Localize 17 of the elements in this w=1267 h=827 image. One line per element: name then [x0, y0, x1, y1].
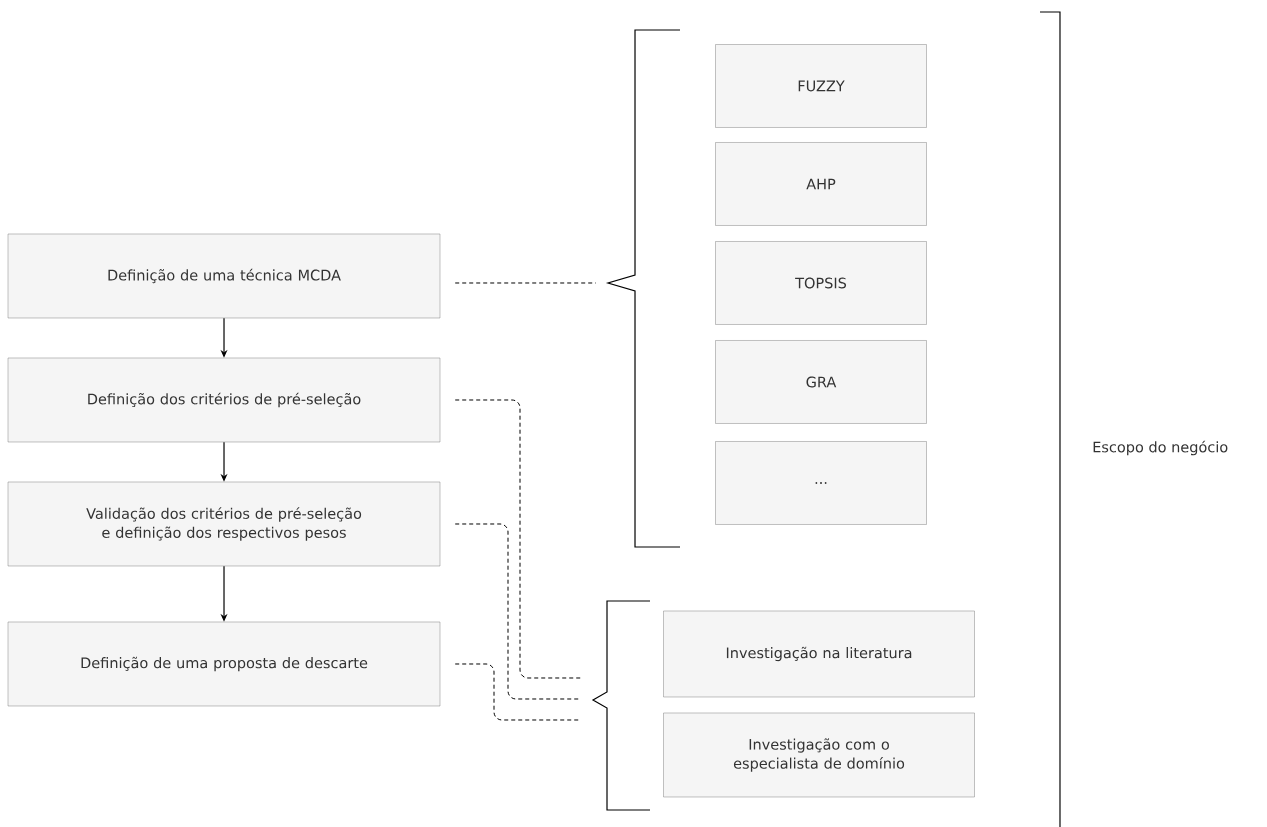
process-box: AHP — [715, 142, 927, 226]
process-box: Validação dos critérios de pré-seleção e definição dos respectivos pesos — [7, 481, 441, 567]
process-box: Investigação com o especialista de domínio — [663, 712, 975, 798]
process-box: Definição de uma técnica MCDA — [7, 233, 441, 319]
scope-label: Escopo do negócio — [1093, 440, 1228, 456]
process-box: Investigação na literatura — [663, 610, 975, 698]
connector-line — [454, 282, 597, 284]
process-box: Definição dos critérios de pré-seleção — [7, 357, 441, 443]
connector-line — [454, 523, 582, 700]
process-box: ... — [715, 441, 927, 525]
curly-brace — [591, 600, 651, 811]
connector-line — [454, 399, 582, 679]
process-box: FUZZY — [715, 44, 927, 128]
process-box: GRA — [715, 340, 927, 424]
process-box: Definição de uma proposta de descarte — [7, 621, 441, 707]
curly-brace — [605, 29, 681, 548]
process-box: TOPSIS — [715, 241, 927, 325]
